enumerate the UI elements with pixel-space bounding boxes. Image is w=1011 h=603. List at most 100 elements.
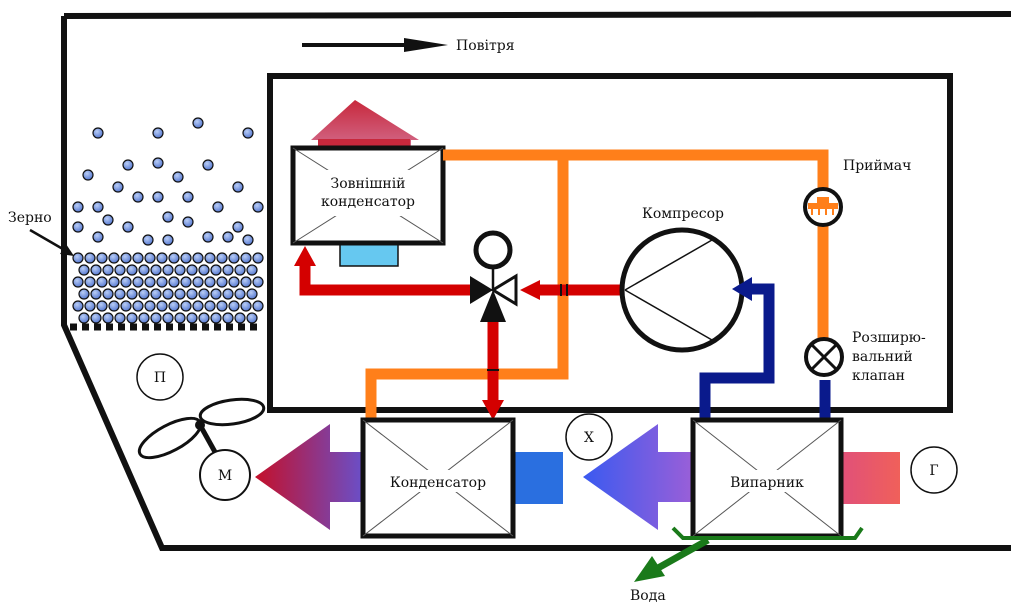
grain-kernel [198,264,210,276]
grain-pointer-arrow [29,228,74,256]
grain-kernel [168,252,180,264]
cooled-air-arrow [583,424,693,530]
grain-kernel [182,216,194,228]
water-drain [634,526,864,582]
grain-kernel [102,264,114,276]
grain-kernel [162,211,174,223]
grain-kernel [182,191,194,203]
grain-kernel [216,276,228,288]
grain-kernel [84,276,96,288]
grain-kernel [216,300,228,312]
grain-kernel [180,276,192,288]
grain-kernel [120,252,132,264]
grain-kernel [138,288,150,300]
motor [199,449,251,501]
grain-kernel [204,276,216,288]
air-direction-arrow [302,38,448,52]
evaporator [690,417,844,539]
grain-kernel [122,159,134,171]
motor-label: М [218,468,232,484]
grain-kernel [222,264,234,276]
grain-kernel [232,221,244,233]
grain-kernel [108,276,120,288]
external-condenser-inlet-duct [339,243,399,267]
condenser-label: Конденсатор [390,475,486,491]
grain-kernel [96,300,108,312]
external-condenser [290,145,446,246]
grain-kernel [186,264,198,276]
grain-kernel [72,276,84,288]
grain-kernel [84,252,96,264]
grain-kernel [72,221,84,233]
grain-kernel [252,276,264,288]
grain-kernel [192,300,204,312]
grain-kernel [138,312,150,324]
point-p-label: П [154,370,166,386]
grain-kernel [92,231,104,243]
fan [137,397,266,460]
grain-kernel [172,171,184,183]
grain-kernel [92,127,104,139]
evaporator-label: Випарник [730,475,804,491]
grain-mass [72,117,264,324]
grain-kernel [114,288,126,300]
grain-kernel [174,264,186,276]
condenser [360,417,516,539]
expansion-valve-label-line1: Розширю- [852,330,926,346]
grain-kernel [198,288,210,300]
grain-kernel [222,288,234,300]
grain-kernel [102,312,114,324]
grain-kernel [142,234,154,246]
grain-kernel [78,288,90,300]
grain-kernel [162,234,174,246]
grain-kernel [174,312,186,324]
grain-kernel [84,300,96,312]
grain-kernel [122,221,134,233]
grain-kernel [232,181,244,193]
evaporator-inlet-duct [840,452,900,504]
point-x [565,413,613,461]
grain-kernel [180,252,192,264]
grain-kernel [144,300,156,312]
grain-kernel [126,264,138,276]
grain-kernel [240,300,252,312]
grain-kernel [72,300,84,312]
grain-kernel [228,252,240,264]
point-g [910,446,958,494]
water-label: Вода [630,588,666,603]
grain-kernel [240,276,252,288]
grain-kernel [180,300,192,312]
grain-kernel [102,288,114,300]
receiver-label: Приймач [843,158,911,174]
hot-gas-lines [294,246,620,420]
point-g-label: Г [929,463,938,479]
grain-kernel [92,201,104,213]
grain-kernel [108,300,120,312]
grain-kernel [126,288,138,300]
grain-kernel [168,276,180,288]
grain-kernel [204,300,216,312]
grain-kernel [78,312,90,324]
grain-kernel [192,117,204,129]
grain-kernel [246,288,258,300]
grain-kernel [228,276,240,288]
grain-kernel [162,288,174,300]
grain-kernel [114,312,126,324]
grain-kernel [198,312,210,324]
point-p [136,353,184,401]
expansion-valve [804,337,844,377]
air-label: Повітря [456,38,515,54]
grain-kernel [228,300,240,312]
grain-kernel [246,312,258,324]
expansion-valve-label-line2: вальний [852,349,913,365]
grain-kernel [82,169,94,181]
grain-kernel [132,191,144,203]
grain-kernel [90,312,102,324]
grain-kernel [90,264,102,276]
grain-kernel [210,312,222,324]
grain-kernel [252,201,264,213]
grain-kernel [168,300,180,312]
compressor-label: Компресор [642,206,724,222]
grain-kernel [72,201,84,213]
grain-kernel [252,300,264,312]
